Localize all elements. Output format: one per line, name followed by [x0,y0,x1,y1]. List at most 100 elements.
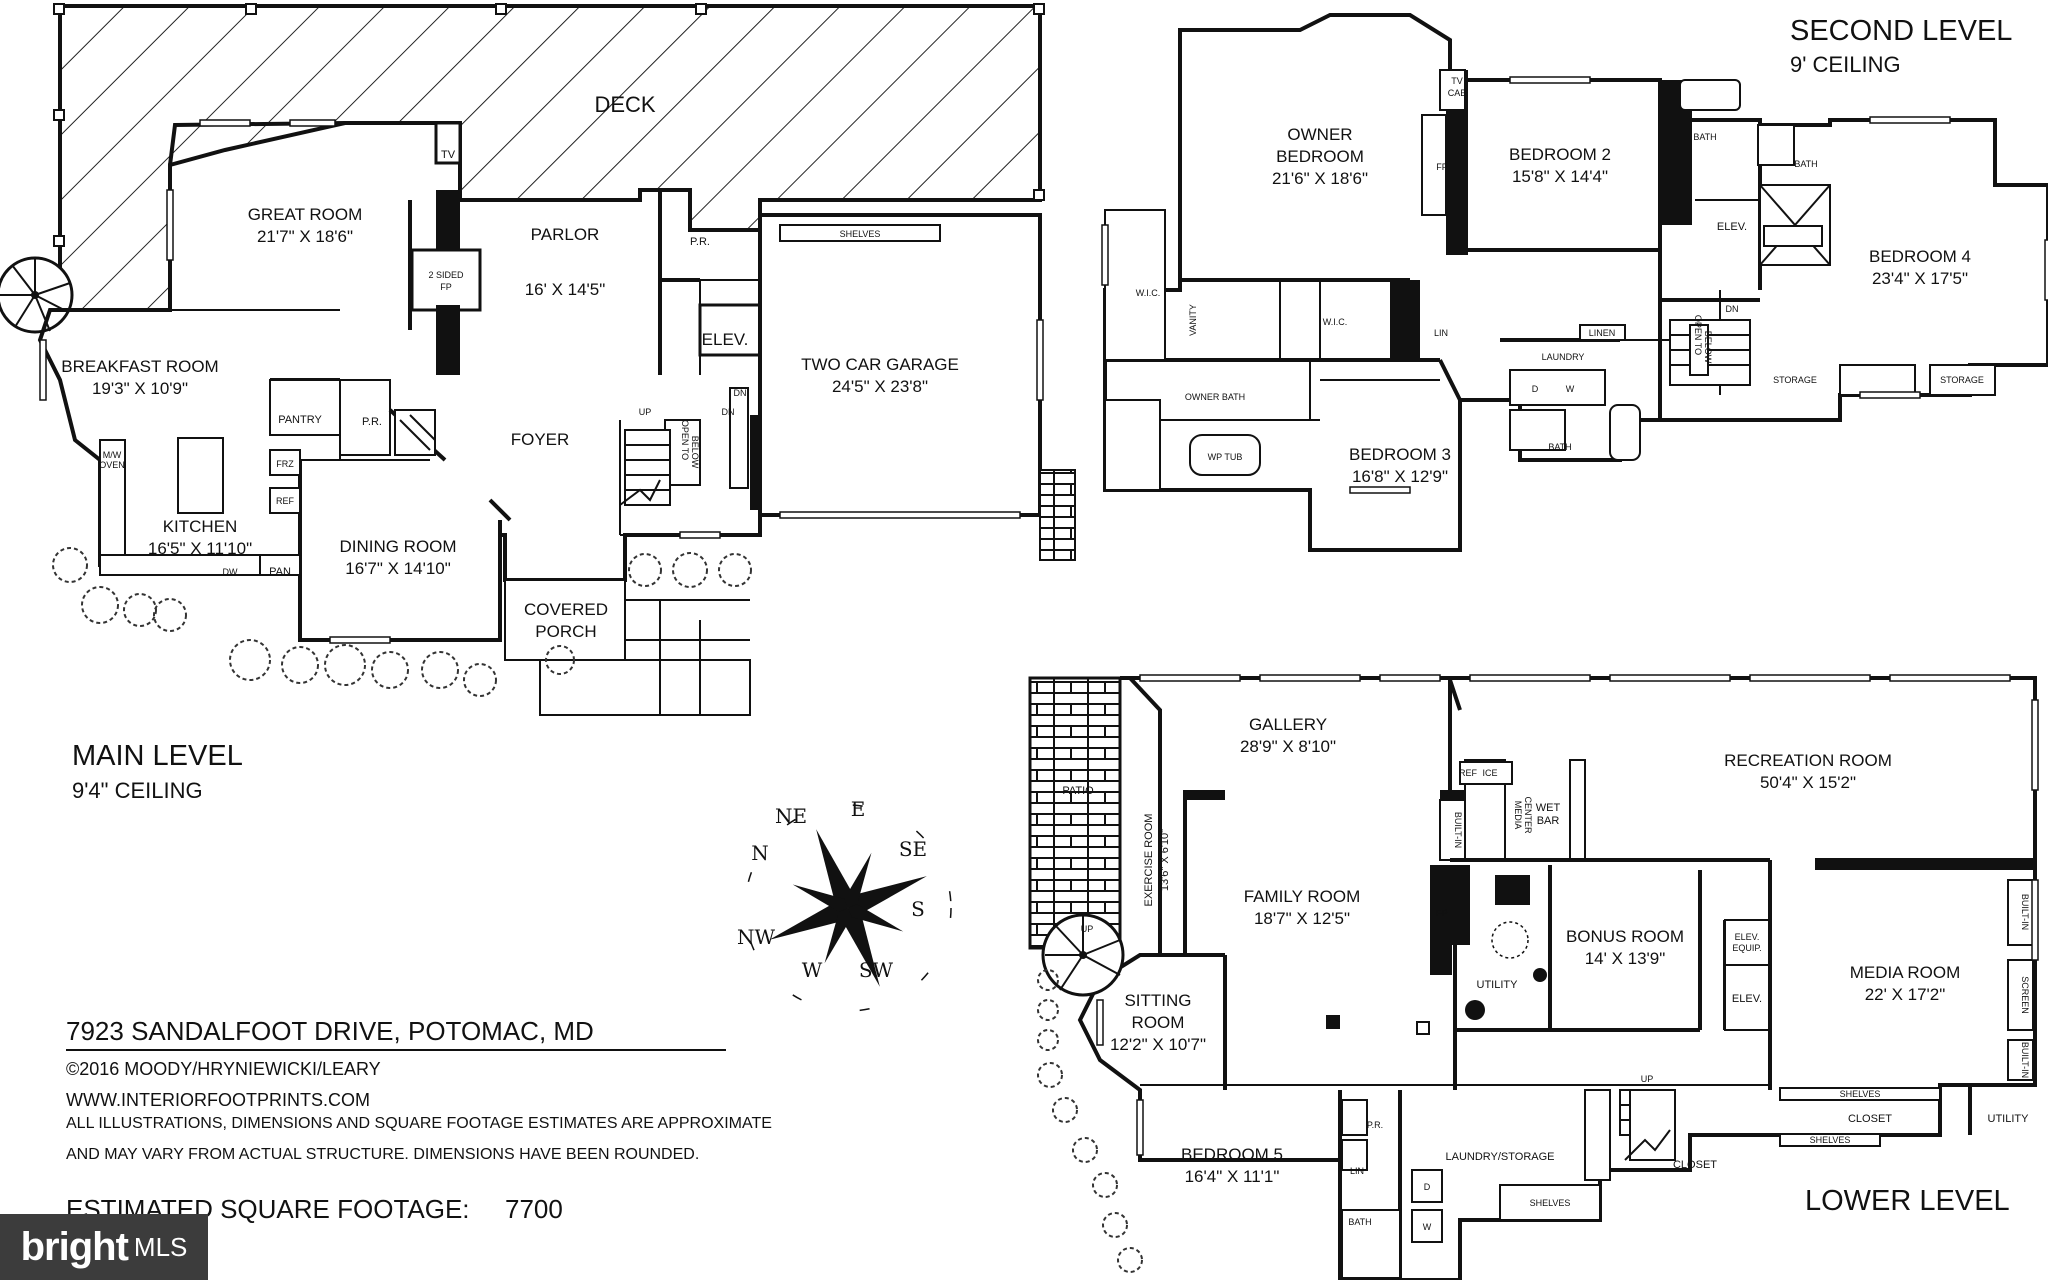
website: WWW.INTERIORFOOTPRINTS.COM [66,1090,370,1110]
landscaping-main [52,547,752,697]
square-footage-value: 7700 [505,1194,563,1224]
lower-interior-walls [1140,678,2035,1280]
freezer-label: FRZ [276,459,294,469]
great-room-dims: 21'7" X 18'6" [257,227,353,246]
linen-closet-label-1: LIN [1434,328,1448,338]
sitting-room-label-2: ROOM [1132,1013,1185,1032]
oven-label-2: OVEN [99,460,125,470]
bonus-room-dims: 14' X 13'9" [1585,949,1666,968]
compass-sw: SW [859,958,894,982]
closet-label-2: CLOSET [1673,1159,1717,1171]
lower-stairs [1624,1089,1676,1161]
compass-rose: N NE E SE S SW W NW [737,797,952,1012]
bath-label-3: BATH [1548,442,1571,452]
stair-up-label-main: UP [639,407,652,417]
powder-room-label-2: P.R. [362,416,382,428]
second-level-walls [1103,13,2048,552]
elevator-equipment-label-2: EQUIP. [1732,943,1761,953]
open-below-label-1: OPEN TO [680,420,690,460]
deck-posts [53,3,1045,247]
media-center-label-1: MEDIA [1513,801,1523,830]
owner-bath-label: OWNER BATH [1185,392,1245,402]
stair-up-label-lower-2: UP [1081,924,1094,934]
logo-mls: MLS [133,1231,188,1262]
sitting-room-dims: 12'2" X 10'7" [1110,1035,1206,1054]
main-level: DECK GREAT ROOM 21'7" X 18'6" PARLOR 16'… [0,3,1076,803]
washer-label-lower: W [1423,1222,1432,1232]
compass-nw: NW [737,925,776,949]
covered-porch-label-2: PORCH [535,622,596,641]
covered-porch-label-1: COVERED [524,600,608,619]
closet-label-1: CLOSET [1848,1113,1892,1125]
powder-room-label-1: P.R. [690,236,710,248]
oven-label-1: M/W [103,450,122,460]
info-block: 7923 SANDALFOOT DRIVE, POTOMAC, MD ©2016… [66,1016,772,1224]
bedroom3-label: BEDROOM 3 [1349,445,1451,464]
logo-bright: bright [20,1224,129,1269]
built-in-label-3: BUILT-IN [2020,1042,2030,1078]
owner-bedroom-label-2: BEDROOM [1276,147,1364,166]
tv-label-main: TV [441,149,456,161]
ice-label: ICE [1482,768,1497,778]
main-interior-walls [99,121,941,640]
shelves-label-2: SHELVES [1810,1135,1851,1145]
exercise-room-label: EXERCISE ROOM [1143,814,1155,907]
media-center-label-2: CENTER [1523,796,1533,834]
bath-label-lower: BATH [1348,1217,1371,1227]
open-below-second-2: BELOW [1703,331,1713,364]
dining-room-label: DINING ROOM [339,537,456,556]
bright-mls-logo: bright MLS [0,1214,208,1280]
laundry-label-second: LAUNDRY [1542,352,1585,362]
exercise-room-dims: 13'6" X 6'10" [1159,829,1171,891]
garage-dims: 24'5" X 23'8" [832,377,928,396]
patio-label: PATIO [1062,785,1094,797]
bedroom5-label: BEDROOM 5 [1181,1145,1283,1164]
bedroom3-dims: 16'8" X 12'9" [1352,467,1448,486]
family-room-dims: 18'7" X 12'5" [1254,909,1350,928]
patio [1028,676,1122,950]
stair-down-label-main-2: DN [734,388,747,398]
deck [58,4,1042,312]
bedroom4-label: BEDROOM 4 [1869,247,1971,266]
washer-label-second: W [1566,384,1575,394]
sitting-room-label-1: SITTING [1124,991,1191,1010]
owner-bedroom-dims: 21'6" X 18'6" [1272,169,1368,188]
shelves-label-3: SHELVES [1530,1198,1571,1208]
recreation-room-dims: 50'4" X 15'2" [1760,773,1856,792]
dryer-label-second: D [1532,384,1539,394]
wic-label-1: W.I.C. [1136,288,1161,298]
screen-label: SCREEN [2020,976,2030,1014]
main-level-ceiling: 9'4" CEILING [72,778,203,803]
great-room-label: GREAT ROOM [248,205,363,224]
family-room-label: FAMILY ROOM [1244,887,1361,906]
gallery-dims: 28'9" X 8'10" [1240,737,1336,756]
windows-main [39,119,1044,644]
fridge-label-lower: REF [1459,768,1478,778]
compass-n: N [751,841,769,865]
gallery-label: GALLERY [1249,715,1327,734]
powder-room-label-lower: P.R. [1367,1120,1383,1130]
elevator-equipment-label-1: ELEV. [1735,932,1760,942]
compass-s: S [911,897,925,921]
wet-bar-label-2: BAR [1537,815,1560,827]
owner-bedroom-label-1: OWNER [1287,125,1352,144]
windows-second [1101,76,2048,494]
copyright: ©2016 MOODY/HRYNIEWICKI/LEARY [66,1059,381,1079]
pan-label: PAN [269,566,291,578]
front-walk [504,469,1076,716]
garage-label: TWO CAR GARAGE [801,355,959,374]
bedroom5-dims: 16'4" X 11'1" [1185,1167,1280,1186]
parlor-label: PARLOR [531,225,600,244]
elevator-label-lower: ELEV. [1732,993,1762,1005]
lower-level-title: LOWER LEVEL [1805,1185,2010,1217]
fireplace-label-1: 2 SIDED [428,270,464,280]
fireplace-label-second: FP [1436,162,1448,172]
disclaimer-line-1: ALL ILLUSTRATIONS, DIMENSIONS AND SQUARE… [66,1115,772,1132]
bedroom2-label: BEDROOM 2 [1509,145,1611,164]
compass-se: SE [899,837,927,861]
compass-w: W [802,958,823,982]
main-level-title: MAIN LEVEL [72,740,243,772]
kitchen-dims: 16'5" X 11'10" [148,539,252,558]
spiral-stair-main [0,256,74,334]
